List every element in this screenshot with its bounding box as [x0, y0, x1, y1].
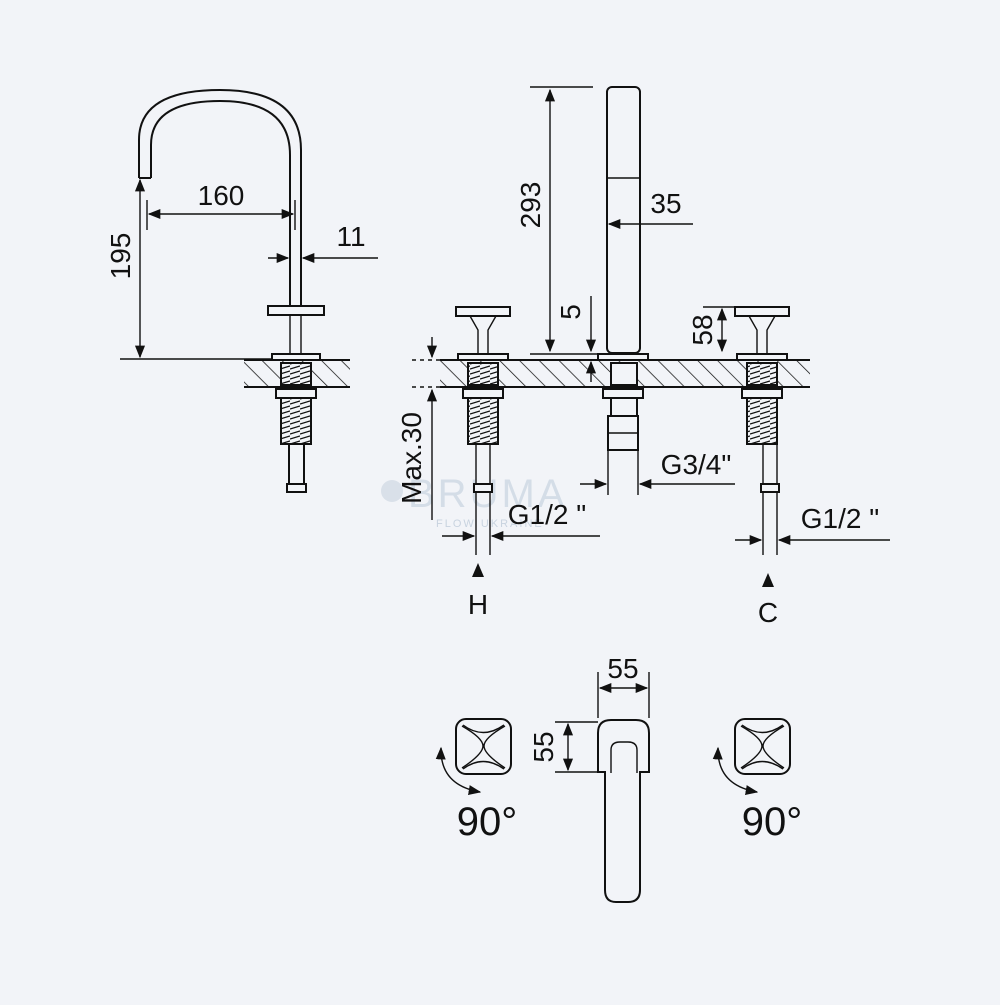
- label-rotation-right: 90°: [742, 800, 803, 844]
- hot-cross-handle: [455, 306, 511, 317]
- dim-hot-thread: G1/2 ": [508, 499, 586, 530]
- dim-cold-thread: G1/2 ": [801, 503, 879, 534]
- spout-flange: [267, 305, 325, 316]
- watermark-subtitle: FLOW UKRAINE: [436, 518, 544, 530]
- faucet-front-view: 293 35 5 58 Max.30 G3/4" G1/2 " G1/2 " H: [396, 86, 890, 628]
- cross-handle-icon: [734, 718, 791, 775]
- dim-handle-height: 58: [687, 314, 718, 345]
- cold-valve: [734, 306, 790, 555]
- spout-gooseneck-inner: [150, 99, 291, 305]
- dim-outlet-thread: G3/4": [661, 449, 732, 480]
- spout-side-view: 160 195 11: [105, 88, 378, 493]
- hand-shower-body: [606, 86, 641, 354]
- watermark: BRUMA FLOW UKRAINE: [381, 472, 567, 530]
- spout-gooseneck-outer: [138, 88, 302, 305]
- rotation-arrow-icon: [712, 746, 759, 796]
- dim-top-depth: 55: [528, 731, 559, 762]
- cross-handle-icon: [455, 718, 512, 775]
- dim-handshower-diameter: 35: [650, 188, 681, 219]
- spout-base-plate: [271, 353, 321, 361]
- up-arrow-icon: [762, 573, 774, 587]
- hot-valve: [455, 306, 511, 555]
- dim-top-width: 55: [607, 653, 638, 684]
- label-cold: C: [758, 597, 778, 628]
- watermark-brand: BRUMA: [408, 472, 567, 516]
- dim-spout-height: 195: [105, 233, 136, 280]
- label-hot: H: [468, 589, 488, 620]
- label-rotation-left: 90°: [457, 800, 518, 844]
- hand-shower: [597, 86, 649, 451]
- spout-pipe: [288, 443, 305, 485]
- dim-spout-reach: 160: [198, 180, 245, 211]
- handshower-top: [597, 719, 650, 903]
- top-view: 55 55 90° 90°: [435, 653, 803, 903]
- dim-handshower-height: 293: [515, 182, 546, 229]
- dim-gap: 5: [555, 304, 586, 320]
- cold-cross-handle: [734, 306, 790, 317]
- rotation-arrow-icon: [435, 746, 482, 796]
- dim-max-thickness: Max.30: [396, 412, 427, 504]
- up-arrow-icon: [472, 563, 484, 577]
- dim-spout-diameter: 11: [336, 221, 365, 252]
